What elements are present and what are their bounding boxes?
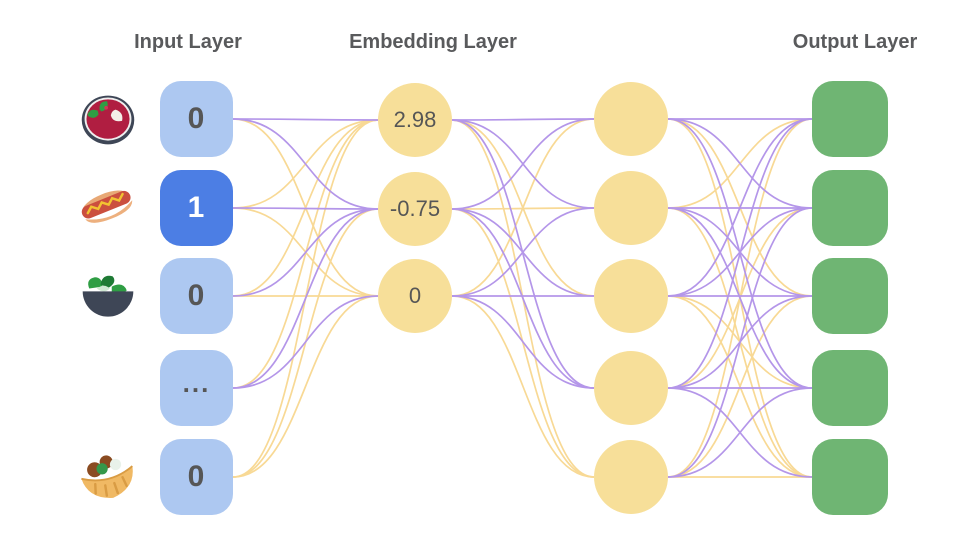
input-node: 0 (160, 258, 233, 334)
output-layer-title: Output Layer (792, 31, 918, 53)
purple-connection (451, 208, 595, 389)
input-node: 0 (160, 439, 233, 515)
purple-connection (451, 295, 595, 389)
hidden-node (594, 351, 668, 425)
purple-connection (667, 387, 813, 478)
embedding-node: -0.75 (378, 172, 452, 246)
output-node (812, 81, 888, 157)
purple-connection (667, 118, 813, 297)
input-node: 0 (160, 81, 233, 157)
output-node (812, 350, 888, 426)
embedding-layer-title: Embedding Layer (349, 31, 517, 53)
output-node (812, 258, 888, 334)
yellow-connection (667, 295, 813, 478)
purple-connection (232, 208, 379, 297)
embedding-node: 2.98 (378, 83, 452, 157)
purple-connection (232, 207, 379, 210)
pita-icon (78, 447, 138, 507)
purple-connection (667, 118, 813, 389)
purple-connection (451, 207, 595, 297)
hidden-node (594, 82, 668, 156)
hidden-node (594, 440, 668, 514)
purple-connection (667, 118, 813, 209)
output-node (812, 170, 888, 246)
hotdog-icon (78, 178, 138, 238)
salad-icon (78, 266, 138, 326)
purple-connection (232, 118, 379, 210)
purple-connection (232, 118, 379, 121)
input-node: 1 (160, 170, 233, 246)
purple-connection (232, 208, 379, 389)
input-node: ... (160, 350, 233, 426)
purple-connection (451, 118, 595, 121)
yellow-connection (232, 295, 379, 478)
embedding-node: 0 (378, 259, 452, 333)
hidden-node (594, 171, 668, 245)
borscht-icon (78, 89, 138, 149)
hidden-node (594, 259, 668, 333)
yellow-connection (451, 295, 595, 478)
purple-connection (667, 207, 813, 478)
yellow-connection (232, 119, 379, 389)
purple-connection (667, 207, 813, 389)
purple-connection (451, 118, 595, 210)
purple-connection (232, 295, 379, 389)
input-layer-title: Input Layer (134, 31, 242, 53)
yellow-connection (451, 118, 595, 297)
purple-connection (451, 119, 595, 389)
output-node (812, 439, 888, 515)
